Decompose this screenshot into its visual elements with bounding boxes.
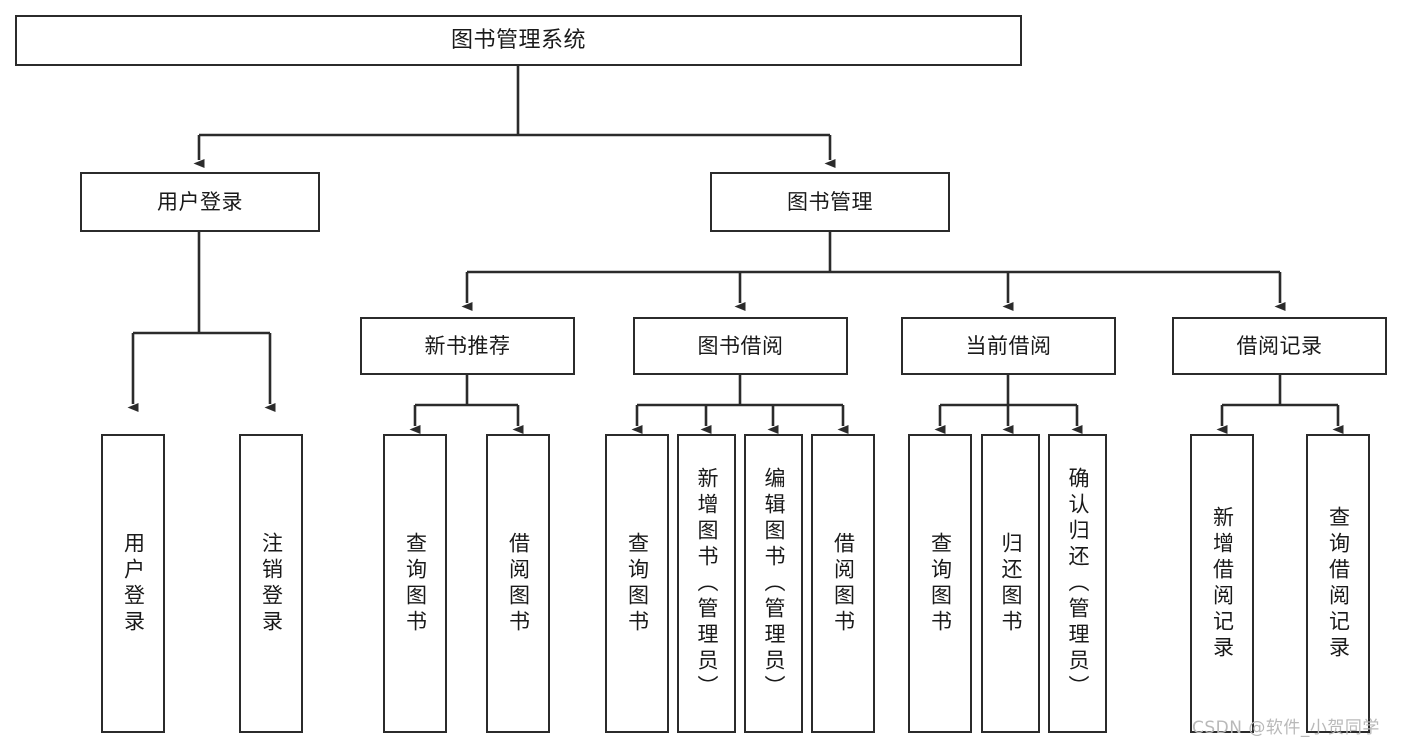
leaf-query-book-borrow[interactable]: 查询图书	[605, 434, 669, 733]
node-book-management[interactable]: 图书管理	[710, 172, 950, 232]
leaf-query-book-recommend[interactable]: 查询图书	[383, 434, 447, 733]
leaf-borrow-book[interactable]: 借阅图书	[811, 434, 875, 733]
node-borrow-record[interactable]: 借阅记录	[1172, 317, 1387, 375]
leaf-edit-book-admin[interactable]: 编辑图书（管理员）	[744, 434, 803, 733]
leaf-confirm-return-admin[interactable]: 确认归还（管理员）	[1048, 434, 1107, 733]
node-new-book-recommend[interactable]: 新书推荐	[360, 317, 575, 375]
node-label: 用户登录	[157, 189, 243, 214]
node-label: 查询借阅记录	[1326, 505, 1351, 662]
watermark: CSDN @软件_小贺同学	[1192, 718, 1380, 738]
leaf-add-book-admin[interactable]: 新增图书（管理员）	[677, 434, 736, 733]
node-label: 借阅图书	[831, 531, 856, 636]
leaf-return-book[interactable]: 归还图书	[981, 434, 1040, 733]
node-label: 借阅记录	[1236, 333, 1323, 358]
node-label: 新书推荐	[424, 333, 511, 358]
leaf-query-borrow-record[interactable]: 查询借阅记录	[1306, 434, 1370, 733]
node-current-borrow[interactable]: 当前借阅	[901, 317, 1116, 375]
leaf-borrow-book-recommend[interactable]: 借阅图书	[486, 434, 550, 733]
node-label: 查询图书	[928, 531, 953, 636]
node-label: 编辑图书（管理员）	[762, 466, 786, 701]
node-label: 图书管理	[787, 189, 873, 214]
node-label: 新增图书（管理员）	[695, 466, 719, 701]
node-label: 注销登录	[259, 531, 284, 636]
leaf-user-login[interactable]: 用户登录	[101, 434, 165, 733]
node-label: 用户登录	[121, 531, 146, 636]
node-label: 新增借阅记录	[1210, 505, 1235, 662]
node-label: 图书管理系统	[450, 27, 586, 53]
node-user-login[interactable]: 用户登录	[80, 172, 320, 232]
leaf-add-borrow-record[interactable]: 新增借阅记录	[1190, 434, 1254, 733]
node-label: 查询图书	[625, 531, 650, 636]
leaf-query-book-current[interactable]: 查询图书	[908, 434, 972, 733]
node-label: 当前借阅	[965, 333, 1052, 358]
node-label: 图书借阅	[697, 333, 784, 358]
node-label: 查询图书	[403, 531, 428, 636]
node-root-book-management-system[interactable]: 图书管理系统	[15, 15, 1022, 66]
leaf-user-logout[interactable]: 注销登录	[239, 434, 303, 733]
node-book-borrow[interactable]: 图书借阅	[633, 317, 848, 375]
node-label: 归还图书	[999, 531, 1023, 636]
node-label: 确认归还（管理员）	[1066, 466, 1090, 701]
node-label: 借阅图书	[506, 531, 531, 636]
